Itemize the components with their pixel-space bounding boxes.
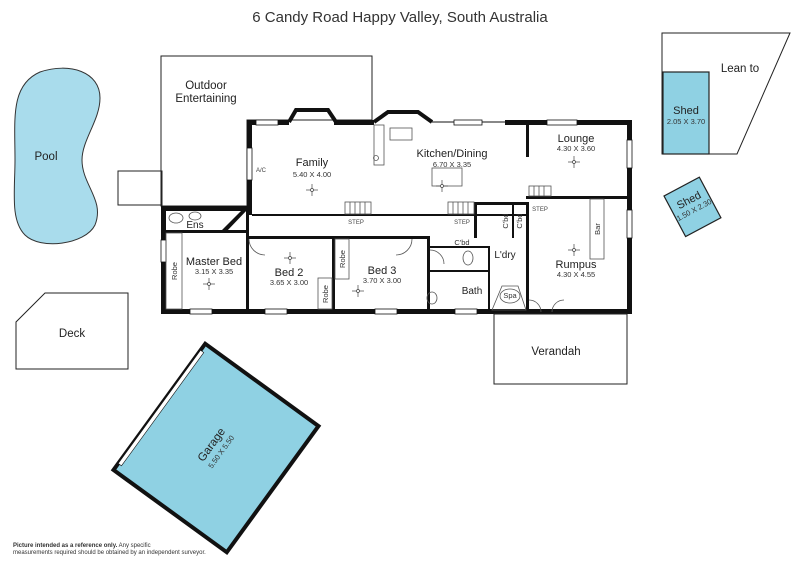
outdoor-label-1: Outdoor xyxy=(185,80,227,92)
pool-label: Pool xyxy=(34,151,57,163)
cbd-label-1: C'bd xyxy=(454,238,469,247)
shed-large-name: Shed xyxy=(673,105,699,117)
ensuite-label: Ens xyxy=(186,220,203,231)
shed-small-shape xyxy=(663,176,722,238)
kitchen-size: 6.70 X 3.35 xyxy=(433,160,471,169)
bed3-size: 3.70 X 3.00 xyxy=(363,276,401,285)
disclaimer-rest2: measurements required should be obtained… xyxy=(13,550,206,556)
bed3-name: Bed 3 xyxy=(368,265,397,277)
ac-label: A/C xyxy=(256,168,267,174)
deck-label: Deck xyxy=(59,328,85,340)
master-name: Master Bed xyxy=(186,256,242,268)
master-size: 3.15 X 3.35 xyxy=(195,267,233,276)
master-robe-label: Robe xyxy=(170,262,179,280)
shed-large-size: 2.05 X 3.70 xyxy=(667,117,705,126)
deck-shape xyxy=(15,292,129,370)
laundry-label: L'dry xyxy=(494,250,515,261)
outdoor-label-2: Entertaining xyxy=(175,93,236,105)
bath-label: Bath xyxy=(462,286,483,297)
verandah-shape xyxy=(493,313,628,385)
pool-shape xyxy=(13,67,101,245)
outdoor-entertaining-area xyxy=(160,55,373,207)
kitchen-name: Kitchen/Dining xyxy=(417,148,488,160)
bed2-name: Bed 2 xyxy=(275,267,304,279)
spa-label: Spa xyxy=(503,291,517,300)
lean-to-label: Lean to xyxy=(721,63,759,75)
lounge-name: Lounge xyxy=(558,133,595,145)
bed3-robe-label: Robe xyxy=(338,250,347,268)
family-name: Family xyxy=(296,157,329,169)
bed2-robe-label: Robe xyxy=(321,285,330,303)
disclaimer-bold: Picture intended as a reference only. xyxy=(13,543,118,549)
rumpus-name: Rumpus xyxy=(556,259,597,271)
step-label-3: STEP xyxy=(532,207,548,213)
plan-title: 6 Candy Road Happy Valley, South Austral… xyxy=(252,9,548,26)
bed2-size: 3.65 X 3.00 xyxy=(270,278,308,287)
step-label-1: STEP xyxy=(348,220,364,226)
bar-label: Bar xyxy=(593,223,602,235)
side-box xyxy=(117,170,163,206)
lounge-size: 4.30 X 3.60 xyxy=(557,144,595,153)
family-size: 5.40 X 4.00 xyxy=(293,170,331,179)
lean-to-shape xyxy=(661,32,791,155)
cbd-label-2: C'bd xyxy=(501,213,510,228)
shed-large-shape xyxy=(662,71,710,155)
disclaimer-rest1: Any specific xyxy=(117,543,151,549)
step-label-2: STEP xyxy=(454,220,470,226)
verandah-label: Verandah xyxy=(531,346,580,358)
rumpus-size: 4.30 X 4.55 xyxy=(557,270,595,279)
disclaimer: Picture intended as a reference only. An… xyxy=(13,543,206,557)
cbd-label-3: C'bd xyxy=(515,213,524,228)
